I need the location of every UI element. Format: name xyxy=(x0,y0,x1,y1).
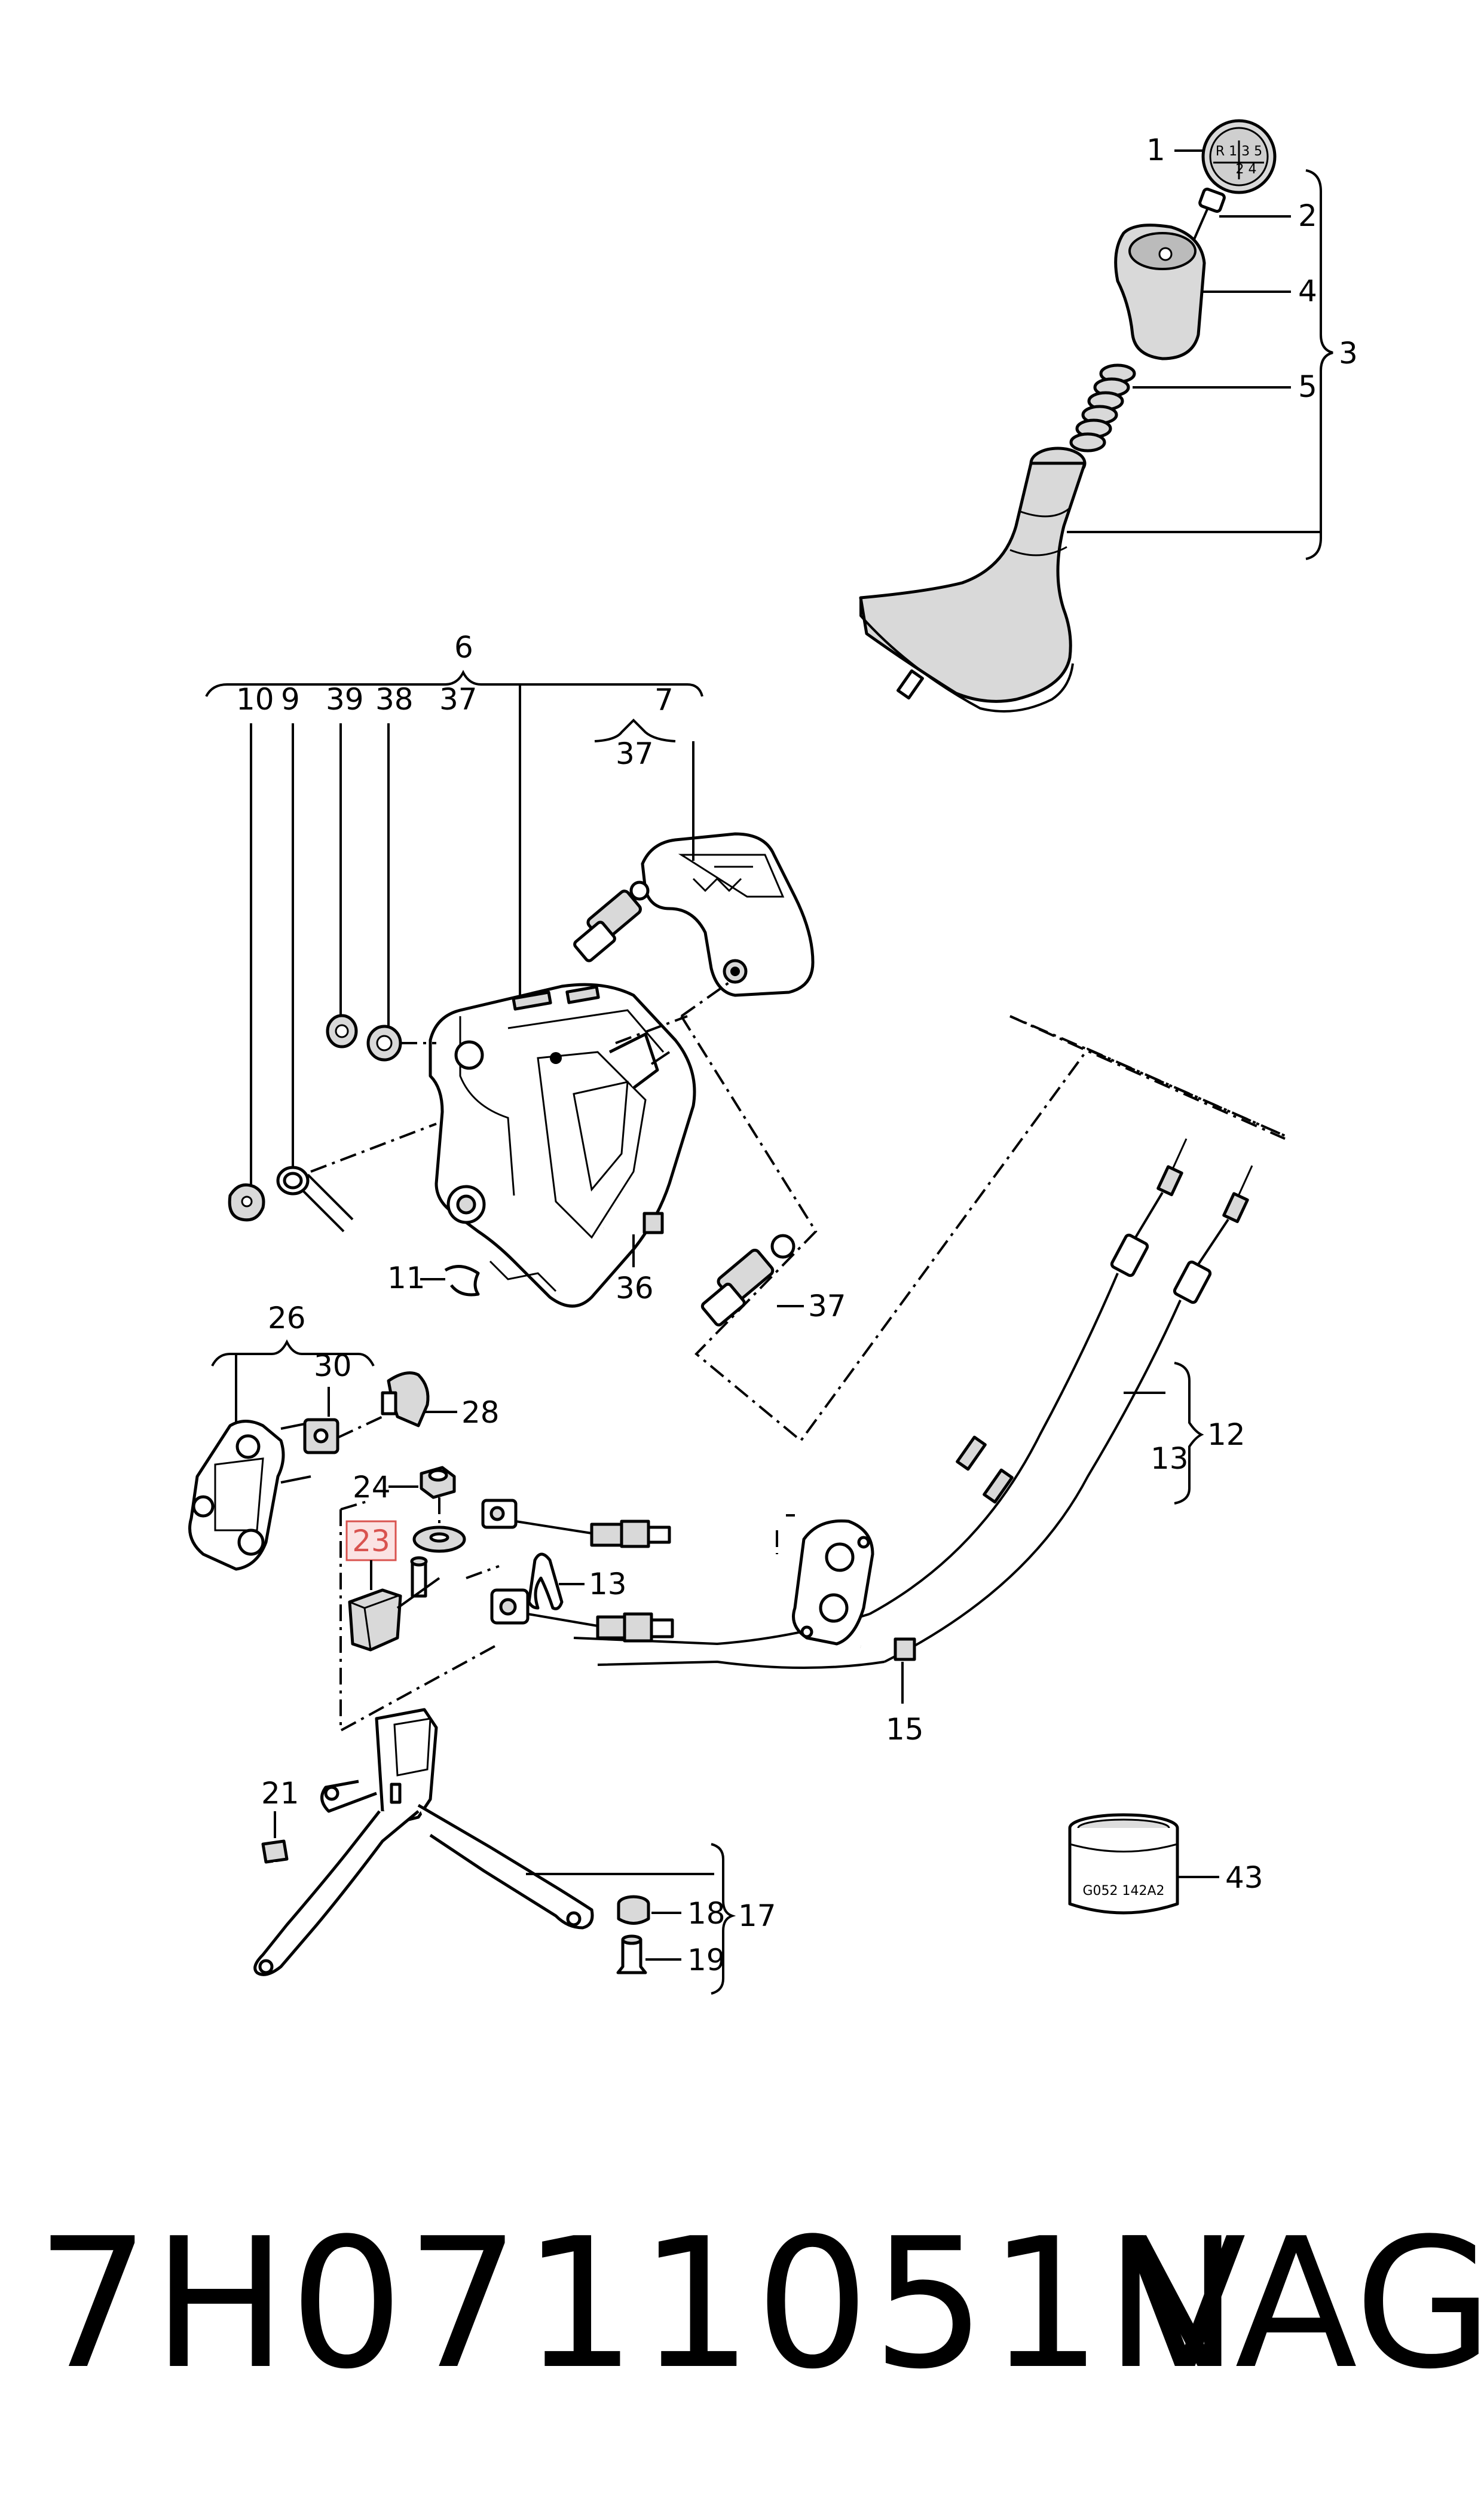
gear-pattern-cap: R 1 3 5 2 4 xyxy=(1201,119,1277,194)
callout-18: 18 xyxy=(687,1896,726,1931)
callout-11: 11 xyxy=(387,1261,426,1295)
shift-knob xyxy=(1114,224,1206,360)
base-bracket-part-17 xyxy=(253,1708,594,1976)
callout-24: 24 xyxy=(353,1470,391,1505)
bracket-12 xyxy=(1174,1362,1204,1505)
bracket-26 xyxy=(211,1339,375,1366)
sleeve-part-19 xyxy=(616,1934,647,1974)
part-number: 7H0711051N xyxy=(36,2200,1241,2408)
callout-1: 1 xyxy=(1146,133,1165,167)
spring-part-5 xyxy=(1069,363,1136,453)
callout-43: 43 xyxy=(1225,1860,1263,1895)
brand-label: VAG xyxy=(1124,2200,1484,2408)
cable-end-upper xyxy=(481,1499,671,1548)
shift-lever-shaft xyxy=(775,669,924,874)
callout-12: 12 xyxy=(1207,1417,1246,1452)
clip-part-13 xyxy=(527,1552,564,1610)
cable-end-lower xyxy=(490,1588,674,1643)
cable-bracket-plate xyxy=(792,1519,874,1646)
shift-cables xyxy=(573,1138,1253,1669)
callout-39: 39 xyxy=(326,682,364,717)
callout-13-clip: 13 xyxy=(589,1567,627,1601)
callout-9: 9 xyxy=(281,682,300,717)
callout-30: 30 xyxy=(314,1349,352,1383)
shift-mechanism-housing xyxy=(429,983,696,1308)
shift-boot xyxy=(859,447,1087,713)
mounting-plate-part-26 xyxy=(188,1420,311,1571)
bushing-part-18 xyxy=(617,1895,650,1925)
callout-5: 5 xyxy=(1298,369,1317,404)
callout-10: 10 xyxy=(236,682,274,717)
spring-part-9 xyxy=(276,1166,354,1233)
clip-part-28 xyxy=(381,1371,430,1427)
callout-38: 38 xyxy=(375,682,414,717)
callout-37: 37 xyxy=(808,1289,846,1323)
bracket-6 xyxy=(205,669,703,697)
callout-17: 17 xyxy=(738,1899,776,1933)
bushing-part-38 xyxy=(366,1025,402,1062)
callout-15: 15 xyxy=(886,1712,924,1747)
callout-26: 26 xyxy=(268,1301,306,1335)
sleeve-marking: G052 142A2 xyxy=(1082,1884,1164,1899)
bushing-part-30 xyxy=(303,1418,339,1454)
lever-part-23 xyxy=(348,1556,440,1652)
sleeve-part-43: G052 142A2 xyxy=(1068,1813,1179,1915)
washer xyxy=(412,1526,466,1553)
bracket-17 xyxy=(711,1843,736,1995)
callout-3: 3 xyxy=(1339,336,1358,371)
ball-socket-part-37-lower xyxy=(700,1234,795,1326)
nut-part-24 xyxy=(420,1466,456,1499)
upper-lever-housing xyxy=(641,832,815,997)
callout-2: 2 xyxy=(1298,198,1317,233)
callout-6: 6 xyxy=(454,630,473,665)
callout-4: 4 xyxy=(1298,274,1317,308)
bracket-7 xyxy=(594,719,676,742)
bolt-part-15 xyxy=(860,1637,916,1661)
callout-23[interactable]: 23 xyxy=(352,1524,390,1558)
callout-28: 28 xyxy=(461,1395,500,1430)
callout-19: 19 xyxy=(687,1943,726,1977)
callout-7-37: 37 xyxy=(616,736,654,771)
bushing-part-39 xyxy=(326,1014,358,1048)
bolt-part-36 xyxy=(603,1212,664,1234)
clip-part-10 xyxy=(228,1183,265,1222)
clip-part-11 xyxy=(444,1265,480,1297)
bolt-part-21 xyxy=(261,1839,289,1898)
callout-21: 21 xyxy=(261,1776,299,1811)
ball-socket-part-37-upper xyxy=(573,881,650,962)
bracket-3 xyxy=(1305,169,1333,560)
callout-6-37: 37 xyxy=(439,682,478,717)
callout-7: 7 xyxy=(654,683,674,717)
callout-13-cable: 13 xyxy=(1151,1441,1189,1476)
callout-36: 36 xyxy=(616,1271,654,1306)
